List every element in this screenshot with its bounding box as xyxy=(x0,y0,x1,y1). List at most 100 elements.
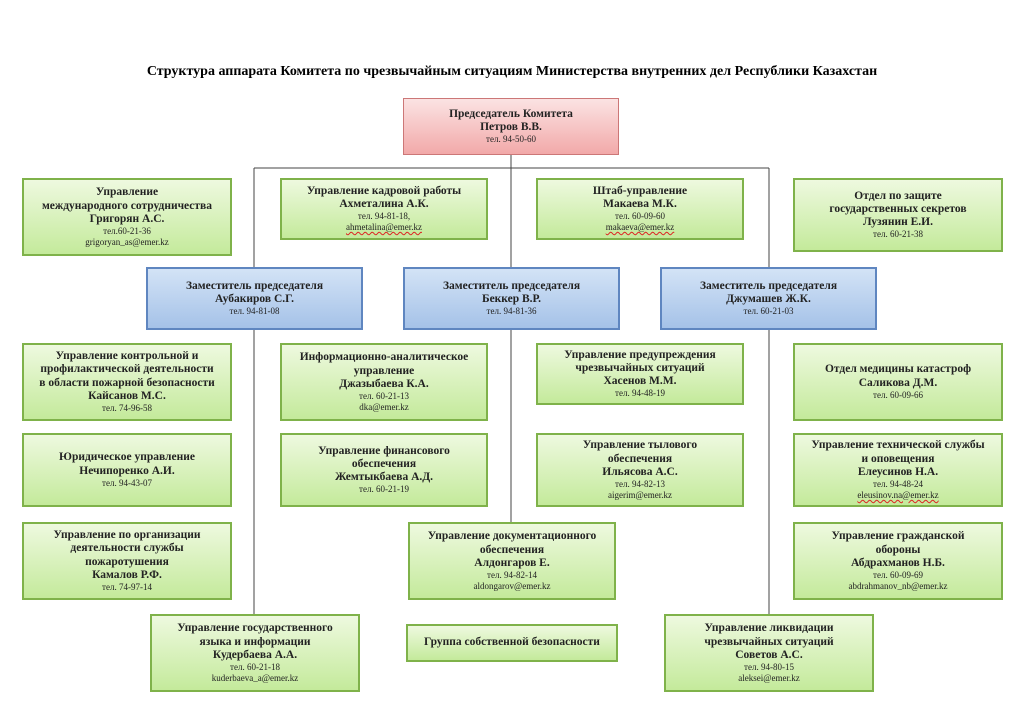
deputy-name: Аубакиров С.Г. xyxy=(214,293,295,306)
dept-head: Макаева М.К. xyxy=(603,198,677,211)
dept-phone: тел. 94-48-24 xyxy=(873,479,923,490)
dept-email: kuderbaeva_a@emer.kz xyxy=(211,672,299,683)
dept-phone: тел. 60-21-19 xyxy=(359,484,409,495)
dept-title: Отдел медицины катастроф xyxy=(824,363,972,376)
deputy-role: Заместитель председателя xyxy=(699,279,838,292)
dept-title: международного сотрудничества xyxy=(41,199,213,212)
dept-title: Управление финансового xyxy=(318,444,450,457)
dept-title: Управление контрольной и xyxy=(55,350,199,363)
dept-head: Ахметалина А.К. xyxy=(339,198,429,211)
dept-title: чрезвычайных ситуаций xyxy=(575,361,705,374)
dept-phone: тел. 74-97-14 xyxy=(102,582,152,593)
dept-phone: тел.60-21-36 xyxy=(103,226,151,237)
dept-email: dka@emer.kz xyxy=(359,401,409,412)
dept-head: Советов А.С. xyxy=(735,648,803,661)
dept-phone: тел. 60-21-38 xyxy=(873,229,923,240)
deputy-role: Заместитель председателя xyxy=(442,279,581,292)
dept-head: Джазыбаева К.А. xyxy=(339,377,429,390)
deputy-name: Джумашев Ж.К. xyxy=(726,293,811,306)
dept-title: профилактической деятельности xyxy=(40,363,214,376)
dept-title: обеспечения xyxy=(351,457,417,470)
dept-title: Управление тылового xyxy=(582,439,698,452)
dept-civil-defense: Управление гражданской обороны Абдрахман… xyxy=(793,522,1003,600)
dept-phone: тел. 74-96-58 xyxy=(102,403,152,414)
dept-title: Управление государственного xyxy=(177,622,333,635)
dept-information-analytics: Информационно-аналитическое управление Д… xyxy=(280,343,488,421)
dept-title: и оповещения xyxy=(861,452,935,465)
dept-head: Камалов Р.Ф. xyxy=(92,568,162,581)
dept-head: Григорян А.С. xyxy=(89,212,165,225)
dept-email: aldongarov@emer.kz xyxy=(473,580,551,591)
deputy-phone: тел. 94-81-36 xyxy=(486,306,537,317)
dept-head: Кудербаева А.А. xyxy=(212,648,298,661)
deputy-box-2: Заместитель председателя Беккер В.Р. тел… xyxy=(403,267,620,330)
dept-head: Жемтыкбаева А.Д. xyxy=(334,471,434,484)
chairman-role: Председатель Комитета xyxy=(449,107,573,120)
dept-title: Юридическое управление xyxy=(59,451,195,464)
dept-phone: тел. 60-21-18 xyxy=(230,662,280,673)
deputy-name: Беккер В.Р. xyxy=(481,293,542,306)
dept-state-language: Управление государственного языка и инфо… xyxy=(150,614,360,692)
dept-emergency-response: Управление ликвидации чрезвычайных ситуа… xyxy=(664,614,874,692)
dept-head: Нечипоренко А.И. xyxy=(79,464,175,477)
dept-head: Елеусинов Н.А. xyxy=(857,465,939,478)
dept-title: Группа собственной безопасности xyxy=(424,636,600,649)
dept-title: Управление ликвидации xyxy=(704,622,834,635)
dept-head: Кайсанов М.С. xyxy=(88,389,166,402)
dept-international-cooperation: Управление международного сотрудничества… xyxy=(22,178,232,256)
dept-title: обороны xyxy=(875,543,921,556)
dept-firefighting-service: Управление по организации деятельности с… xyxy=(22,522,232,600)
dept-phone: тел. 60-09-69 xyxy=(873,570,923,581)
dept-finance: Управление финансового обеспечения Жемты… xyxy=(280,433,488,507)
dept-logistics: Управление тылового обеспечения Ильясова… xyxy=(536,433,744,507)
dept-state-secrets: Отдел по защите государственных секретов… xyxy=(793,178,1003,252)
dept-technical-service: Управление технической службы и оповещен… xyxy=(793,433,1003,507)
dept-head: Абдрахманов Н.Б. xyxy=(851,556,945,569)
dept-title: обеспечения xyxy=(479,543,545,556)
dept-title: чрезвычайных ситуаций xyxy=(704,635,834,648)
dept-title: государственных секретов xyxy=(829,202,967,215)
dept-head: Саликова Д.М. xyxy=(858,376,938,389)
dept-email: aigerim@emer.kz xyxy=(607,489,672,500)
dept-email: ahmetalina@emer.kz xyxy=(345,222,422,233)
dept-internal-security: Группа собственной безопасности xyxy=(406,624,618,662)
deputy-box-1: Заместитель председателя Аубакиров С.Г. … xyxy=(146,267,363,330)
dept-emergency-prevention: Управление предупреждения чрезвычайных с… xyxy=(536,343,744,405)
dept-title: управление xyxy=(353,364,415,377)
dept-title: пожаротушения xyxy=(85,555,169,568)
dept-phone: тел. 60-21-13 xyxy=(359,391,409,402)
deputy-role: Заместитель председателя xyxy=(185,279,324,292)
dept-title: Отдел по защите xyxy=(854,189,942,202)
dept-phone: тел. 60-09-60 xyxy=(615,211,665,222)
chairman-name: Петров В.В. xyxy=(480,121,542,134)
dept-title: языка и информации xyxy=(199,635,311,648)
dept-phone: тел. 94-48-19 xyxy=(615,388,665,399)
dept-phone: тел. 94-81-18, xyxy=(357,211,411,222)
dept-email: eleusinov.na@emer.kz xyxy=(857,489,939,500)
dept-title: Информационно-аналитическое xyxy=(299,351,469,364)
dept-email: grigoryan_as@emer.kz xyxy=(85,236,169,247)
dept-head: Хасенов М.М. xyxy=(603,375,677,388)
dept-title: Управление технической службы xyxy=(811,439,985,452)
deputy-box-3: Заместитель председателя Джумашев Ж.К. т… xyxy=(660,267,877,330)
dept-title: Штаб-управление xyxy=(592,184,688,197)
deputy-phone: тел. 60-21-03 xyxy=(743,306,794,317)
dept-title: обеспечения xyxy=(607,452,673,465)
dept-title: Управление документационного xyxy=(427,530,597,543)
deputy-phone: тел. 94-81-08 xyxy=(229,306,280,317)
dept-title: Управление гражданской xyxy=(831,530,965,543)
chart-title: Структура аппарата Комитета по чрезвычай… xyxy=(146,64,878,79)
dept-phone: тел. 94-82-13 xyxy=(615,479,665,490)
chairman-box: Председатель Комитета Петров В.В. тел. 9… xyxy=(403,98,619,155)
dept-phone: тел. 94-80-15 xyxy=(744,662,794,673)
dept-disaster-medicine: Отдел медицины катастроф Саликова Д.М. т… xyxy=(793,343,1003,421)
dept-phone: тел. 94-82-14 xyxy=(487,570,537,581)
dept-title: в области пожарной безопасности xyxy=(39,376,215,389)
dept-title: Управление xyxy=(95,186,159,199)
dept-email: abdrahmanov_nb@emer.kz xyxy=(848,580,948,591)
dept-head: Лузянин Е.И. xyxy=(863,216,933,229)
chairman-phone: тел. 94-50-60 xyxy=(486,134,536,145)
dept-head: Алдонгаров Е. xyxy=(474,556,550,569)
dept-legal: Юридическое управление Нечипоренко А.И. … xyxy=(22,433,232,507)
